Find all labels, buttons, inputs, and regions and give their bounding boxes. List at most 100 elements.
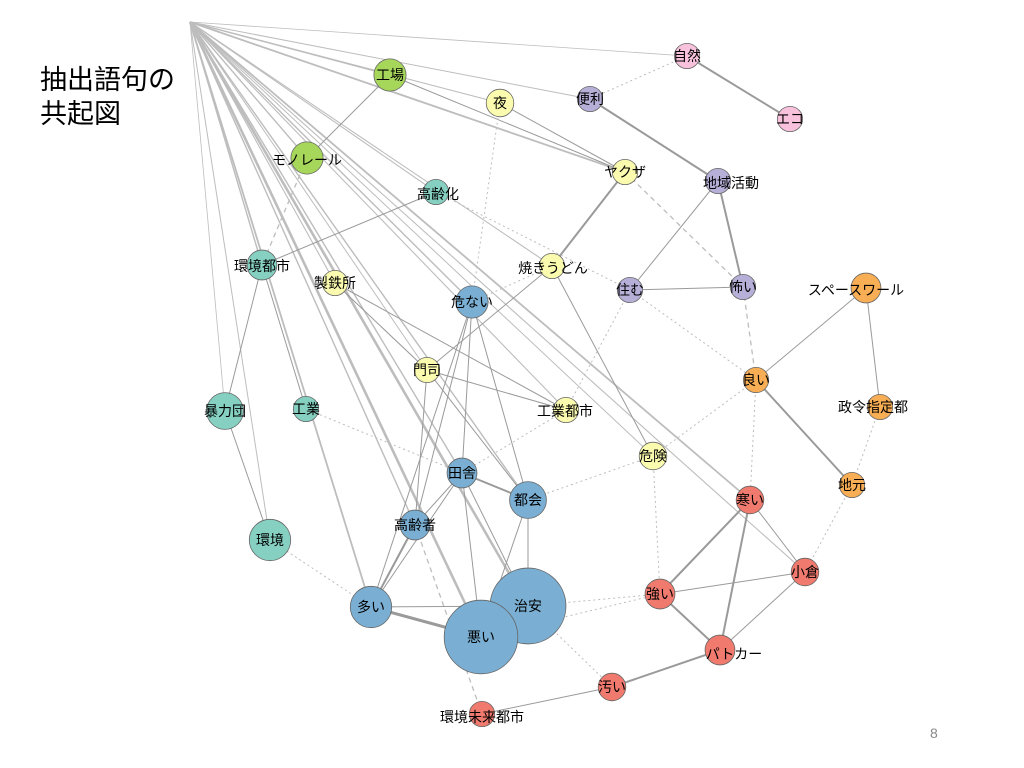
edge-samui-kokura (749, 499, 806, 573)
edge-shizen-eco (686, 55, 791, 120)
node-label-ooi: 多い (357, 599, 385, 616)
node-koreika (422, 178, 450, 206)
edge-samui-tsuyoi (659, 499, 751, 595)
node-label-yakiudon: 焼きうどん (518, 261, 588, 277)
edge-jimoto-kokura (804, 484, 853, 573)
node-label-kitanai: 汚い (598, 680, 626, 696)
edge-yoru-abunai (471, 102, 501, 303)
node-yakuza (611, 158, 639, 186)
edge-kougyo-inaka (305, 408, 463, 474)
edge-kowai-yoi (742, 286, 757, 381)
node-benri (576, 85, 604, 113)
edge-hub-yakuza (189, 21, 626, 173)
edge-moji-tokai (426, 369, 529, 501)
node-kowai (729, 273, 757, 301)
node-label-yakuza: ヤクザ (604, 165, 646, 181)
edge-yakiudon-kiken (551, 265, 654, 457)
node-label-kankyo: 環境 (256, 533, 284, 549)
edge-hub-inaka (189, 21, 463, 474)
edge-koreika-sumu (435, 191, 631, 291)
edge-hub-chian (188, 21, 530, 607)
node-monorail (290, 141, 324, 175)
node-label-patocar: パトカー (706, 647, 762, 663)
edge-abunai-koreisha (414, 301, 473, 526)
node-jimoto (838, 471, 866, 499)
edge-spaceworld-yoi (755, 287, 867, 381)
node-moji (413, 356, 441, 384)
node-label-samui: 寒い (736, 492, 764, 509)
edge-kankyotoshi-boryokudan (224, 264, 263, 412)
node-yoi (742, 366, 770, 394)
edge-kojo-yakuza (389, 74, 626, 173)
node-tsuyoi (644, 578, 676, 610)
edge-tsuyoi-warui (480, 593, 661, 638)
node-kokura (790, 557, 820, 587)
node-kojo (373, 58, 407, 92)
node-label-kokura: 小倉 (791, 565, 819, 581)
page-number: 8 (930, 725, 938, 741)
node-ooi (349, 585, 393, 629)
edge-boryokudan-kankyo (224, 410, 271, 541)
node-label-koreika: 高齢化 (417, 186, 459, 203)
node-label-seireishitei: 政令指定都 (838, 400, 908, 416)
node-samui (735, 485, 765, 515)
node-label-kowai: 怖い (729, 279, 757, 296)
edge-benri-chiiki (589, 98, 719, 182)
node-seitetsu (321, 269, 349, 297)
node-label-kougyo: 工業 (292, 402, 320, 418)
node-label-boryokudan: 暴力団 (204, 404, 246, 420)
node-kankyotoshi (246, 249, 278, 281)
edge-yoi-kiken (652, 379, 757, 457)
edge-hub-abunai (189, 21, 473, 303)
node-kougyo (292, 395, 320, 423)
edge-sumu-yoi (629, 289, 757, 381)
node-eco (776, 105, 804, 133)
node-label-shizen: 自然 (673, 48, 701, 65)
edge-seitetsu-kogyotoshi (334, 282, 567, 411)
node-label-kojo: 工場 (376, 68, 404, 84)
node-kitanai (597, 672, 627, 702)
slide-title: 抽出語句の 共起図 (40, 65, 175, 130)
edge-hub-shizen (189, 21, 688, 57)
edge-yoru-yakuza (499, 102, 626, 173)
edge-kojo-monorail (306, 74, 391, 159)
node-inaka (446, 457, 478, 489)
node-label-kankyotoshi: 環境都市 (234, 258, 290, 275)
edge-koreika-kankyotoshi (261, 191, 437, 266)
edge-kitanai-kankyomirai (481, 686, 613, 715)
edge-samui-patocar (719, 499, 751, 651)
edges-layer (188, 21, 881, 715)
node-label-koreisha: 高齢者 (394, 517, 436, 534)
edge-sumu-kowai (629, 286, 744, 291)
node-label-jimoto: 地元 (838, 478, 866, 494)
edge-hub-kankyo (189, 21, 271, 541)
edge-hub-koreisha (189, 21, 416, 526)
edge-hub-yakiudon (189, 21, 553, 267)
node-abunai (455, 285, 489, 319)
edge-hub-koreika (189, 21, 437, 193)
edge-kiken-tokai (527, 455, 654, 501)
node-label-yoi: 良い (742, 373, 770, 389)
node-spaceworld (850, 272, 882, 304)
node-warui (443, 599, 519, 675)
node-label-inaka: 田舎 (448, 466, 476, 482)
edge-kokura-tsuyoi (659, 571, 806, 595)
node-label-chian: 治安 (514, 599, 542, 615)
node-label-sumu: 住む (616, 283, 644, 299)
edge-hub-warui (188, 21, 483, 638)
edge-chiiki-kowai (717, 180, 744, 288)
node-label-tokai: 都会 (514, 493, 542, 509)
edge-hub-samui (189, 21, 751, 501)
node-label-abunai: 危ない (451, 295, 493, 311)
edge-abunai-ooi (370, 301, 473, 608)
edge-seireishitei-jimoto (851, 406, 881, 486)
edge-spaceworld-seireishitei (865, 287, 881, 408)
node-tokai (509, 481, 547, 519)
node-label-spaceworld: スペースワール (808, 283, 904, 299)
node-label-benri: 便利 (576, 92, 604, 108)
edge-hub-yoru (189, 21, 501, 104)
edge-chiiki-sumu (629, 180, 719, 291)
edge-yakuza-kowai (624, 171, 744, 288)
node-label-kogyotoshi: 工業都市 (537, 403, 593, 420)
